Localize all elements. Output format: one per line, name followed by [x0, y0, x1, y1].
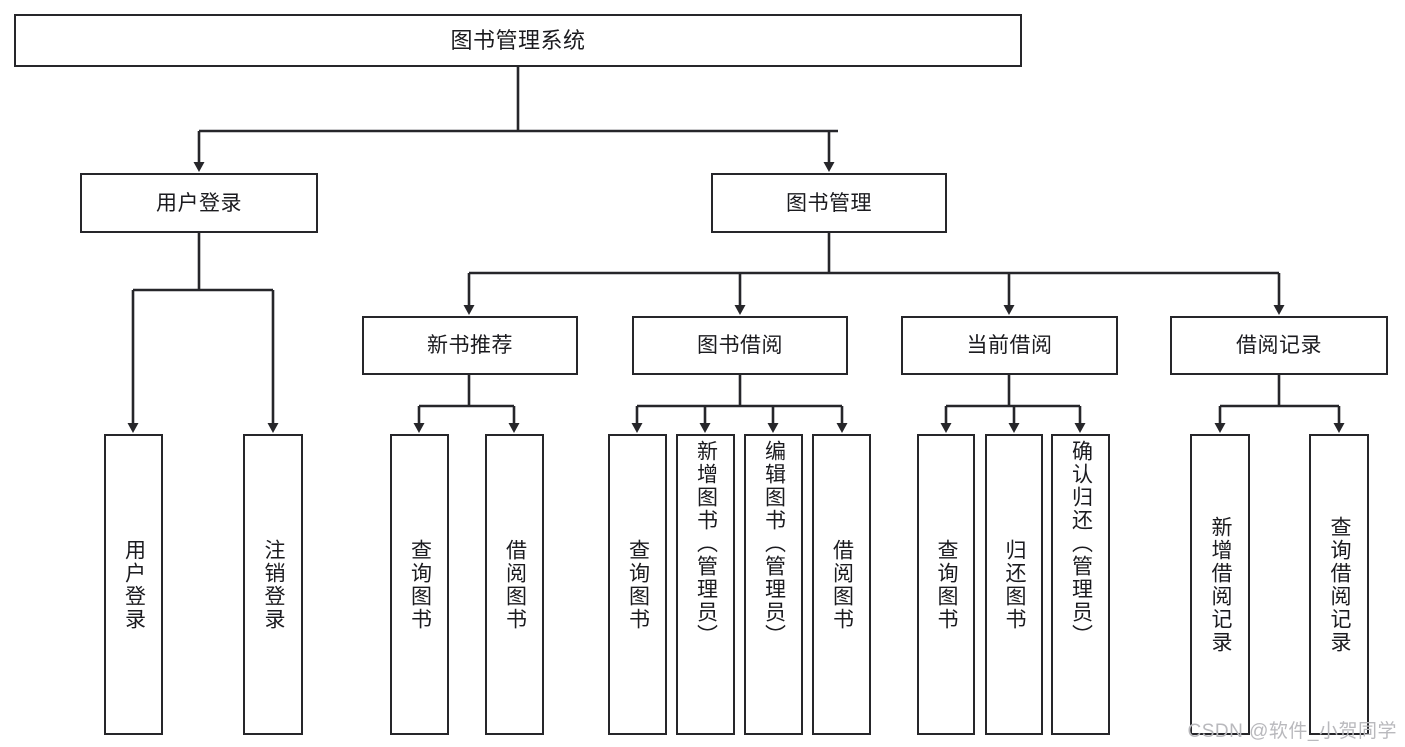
node-label: 图书借阅 [697, 334, 783, 357]
leaf-newbook-borrow-book[interactable]: 借阅图书 [485, 434, 544, 735]
leaf-record-add-record[interactable]: 新增借阅记录 [1190, 434, 1250, 735]
node-label: 图书管理系统 [450, 27, 586, 53]
node-label: 借阅图书 [503, 538, 527, 631]
node-label: 查询借阅记录 [1328, 515, 1352, 654]
node-label: 新书推荐 [427, 334, 513, 357]
leaf-user-logout[interactable]: 注销登录 [243, 434, 303, 735]
leaf-current-return-book[interactable]: 归还图书 [985, 434, 1043, 735]
node-label: 注销登录 [262, 538, 286, 631]
node-user-login[interactable]: 用户登录 [80, 173, 318, 233]
node-label: 新增图书（管理员） [694, 440, 718, 647]
node-label: 借阅记录 [1236, 334, 1322, 357]
leaf-borrow-query-book[interactable]: 查询图书 [608, 434, 667, 735]
node-book-borrow[interactable]: 图书借阅 [632, 316, 848, 375]
node-label: 用户登录 [122, 538, 146, 631]
leaf-borrow-borrow-book[interactable]: 借阅图书 [812, 434, 871, 735]
node-label: 图书管理 [786, 191, 872, 215]
node-book-management[interactable]: 图书管理 [711, 173, 947, 233]
node-label: 归还图书 [1003, 538, 1027, 631]
node-borrow-record[interactable]: 借阅记录 [1170, 316, 1388, 375]
node-new-book-recommend[interactable]: 新书推荐 [362, 316, 578, 375]
node-label: 当前借阅 [966, 334, 1053, 357]
node-label: 新增借阅记录 [1209, 515, 1233, 654]
leaf-newbook-query-book[interactable]: 查询图书 [390, 434, 449, 735]
node-label: 查询图书 [935, 538, 959, 631]
node-label: 确认归还（管理员） [1069, 440, 1093, 647]
node-root-system[interactable]: 图书管理系统 [14, 14, 1022, 67]
leaf-user-login[interactable]: 用户登录 [104, 434, 163, 735]
leaf-borrow-edit-book-admin[interactable]: 编辑图书（管理员） [744, 434, 803, 735]
node-label: 查询图书 [626, 538, 650, 631]
node-label: 借阅图书 [830, 538, 854, 631]
leaf-current-confirm-return-admin[interactable]: 确认归还（管理员） [1051, 434, 1110, 735]
leaf-record-query-record[interactable]: 查询借阅记录 [1309, 434, 1369, 735]
leaf-current-query-book[interactable]: 查询图书 [917, 434, 975, 735]
node-label: 编辑图书（管理员） [762, 440, 786, 647]
node-label: 用户登录 [156, 191, 242, 215]
node-label: 查询图书 [408, 538, 432, 631]
leaf-borrow-add-book-admin[interactable]: 新增图书（管理员） [676, 434, 735, 735]
node-current-borrow[interactable]: 当前借阅 [901, 316, 1118, 375]
